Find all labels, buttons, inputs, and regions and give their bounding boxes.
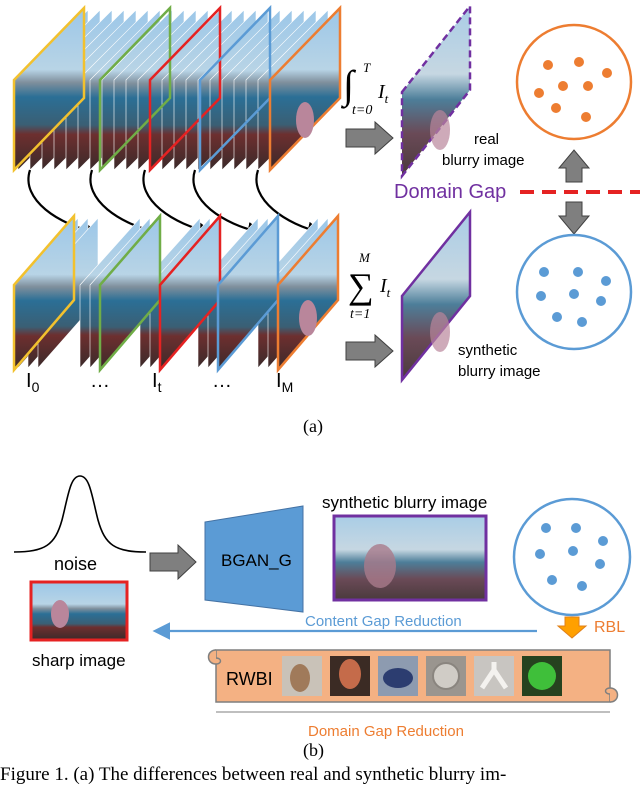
real-label-line2: blurry image bbox=[442, 152, 525, 169]
rwbi-scroll: RWBI bbox=[207, 649, 619, 713]
integral-upper: T bbox=[363, 60, 371, 75]
scroll-right-curl bbox=[604, 687, 619, 703]
rbl-label: RBL bbox=[594, 619, 625, 636]
real-frame-orange bbox=[268, 4, 342, 174]
panel-b-label: (b) bbox=[303, 740, 324, 761]
content-gap-label: Content Gap Reduction bbox=[305, 613, 462, 630]
synthetic-label-line1: synthetic bbox=[458, 342, 518, 359]
synthetic-image-b-person bbox=[364, 544, 396, 588]
real-frame-green bbox=[98, 4, 172, 174]
generated-distribution-circle bbox=[512, 497, 632, 617]
frame-label-1: … bbox=[90, 370, 110, 392]
sum-upper: M bbox=[358, 250, 371, 265]
synthetic-frame-person bbox=[299, 300, 317, 336]
figure-caption: Figure 1. (a) The differences between re… bbox=[0, 764, 507, 785]
scroll-left-curl bbox=[207, 649, 222, 665]
noise-arrow bbox=[149, 543, 197, 581]
integral-formula: ∫ T t=0 It bbox=[340, 60, 389, 118]
domain-gap-label: Domain Gap bbox=[394, 181, 506, 203]
synthetic-blurry-image bbox=[400, 208, 472, 384]
real-blurry-image bbox=[400, 2, 472, 180]
synthetic-image-b bbox=[332, 514, 488, 602]
rwbi-label: RWBI bbox=[226, 669, 273, 689]
frame-labels: I0 … It … IM bbox=[26, 370, 293, 395]
real-frame-red bbox=[148, 4, 222, 174]
synthetic-frame-orange bbox=[276, 212, 340, 374]
panel-a: I0 … It … IM ∫ T t=0 It real blurry imag… bbox=[12, 2, 640, 437]
rbl-arrow bbox=[556, 616, 588, 639]
integral-arrow bbox=[345, 120, 394, 156]
integral-sign: ∫ bbox=[340, 62, 357, 109]
frame-label-t: It bbox=[152, 370, 162, 395]
synthetic-label-line2: blurry image bbox=[458, 363, 541, 380]
integral-lower: t=0 bbox=[352, 103, 372, 118]
real-frame-yellow bbox=[12, 4, 86, 174]
real-blurry-person bbox=[430, 110, 450, 150]
frame-label-m: IM bbox=[276, 370, 293, 395]
synthetic-frame-stack bbox=[12, 212, 340, 374]
sum-term: It bbox=[379, 275, 391, 300]
generated-distribution-dots bbox=[535, 523, 608, 591]
sum-sign: ∑ bbox=[348, 266, 374, 306]
noise-label: noise bbox=[54, 554, 97, 574]
synthetic-blurry-person bbox=[430, 312, 450, 352]
generator-shape bbox=[204, 505, 304, 613]
synthetic-distribution-dots bbox=[536, 267, 611, 327]
sharp-image-person bbox=[51, 600, 69, 628]
noise-curve bbox=[13, 475, 147, 553]
sharp-image bbox=[29, 580, 129, 642]
synthetic-image-title: synthetic blurry image bbox=[322, 493, 487, 512]
integral-term: It bbox=[377, 81, 389, 106]
domain-gap-reduction-label: Domain Gap Reduction bbox=[308, 723, 464, 740]
arrow-down-gray bbox=[557, 201, 591, 235]
rwbi-thumbnails bbox=[282, 656, 562, 696]
panel-b: noise BGAN_G synthetic blurry image shar… bbox=[13, 475, 632, 761]
real-label-line1: real bbox=[474, 131, 499, 148]
sum-lower: t=1 bbox=[350, 307, 370, 322]
real-frame-stack bbox=[12, 4, 342, 174]
sharp-label: sharp image bbox=[32, 651, 126, 670]
real-distribution-dots bbox=[534, 57, 612, 122]
real-frame-person bbox=[296, 102, 314, 138]
arrow-up-gray bbox=[557, 149, 591, 183]
panel-a-label: (a) bbox=[303, 416, 323, 437]
synthetic-frame-yellow bbox=[12, 212, 76, 374]
sum-arrow bbox=[345, 333, 394, 369]
real-distribution-circle bbox=[515, 23, 633, 141]
generator-label: BGAN_G bbox=[221, 551, 292, 570]
sum-formula: M ∑ t=1 It bbox=[348, 250, 391, 322]
frame-label-3: … bbox=[212, 370, 232, 392]
frame-label-0: I0 bbox=[26, 370, 40, 395]
